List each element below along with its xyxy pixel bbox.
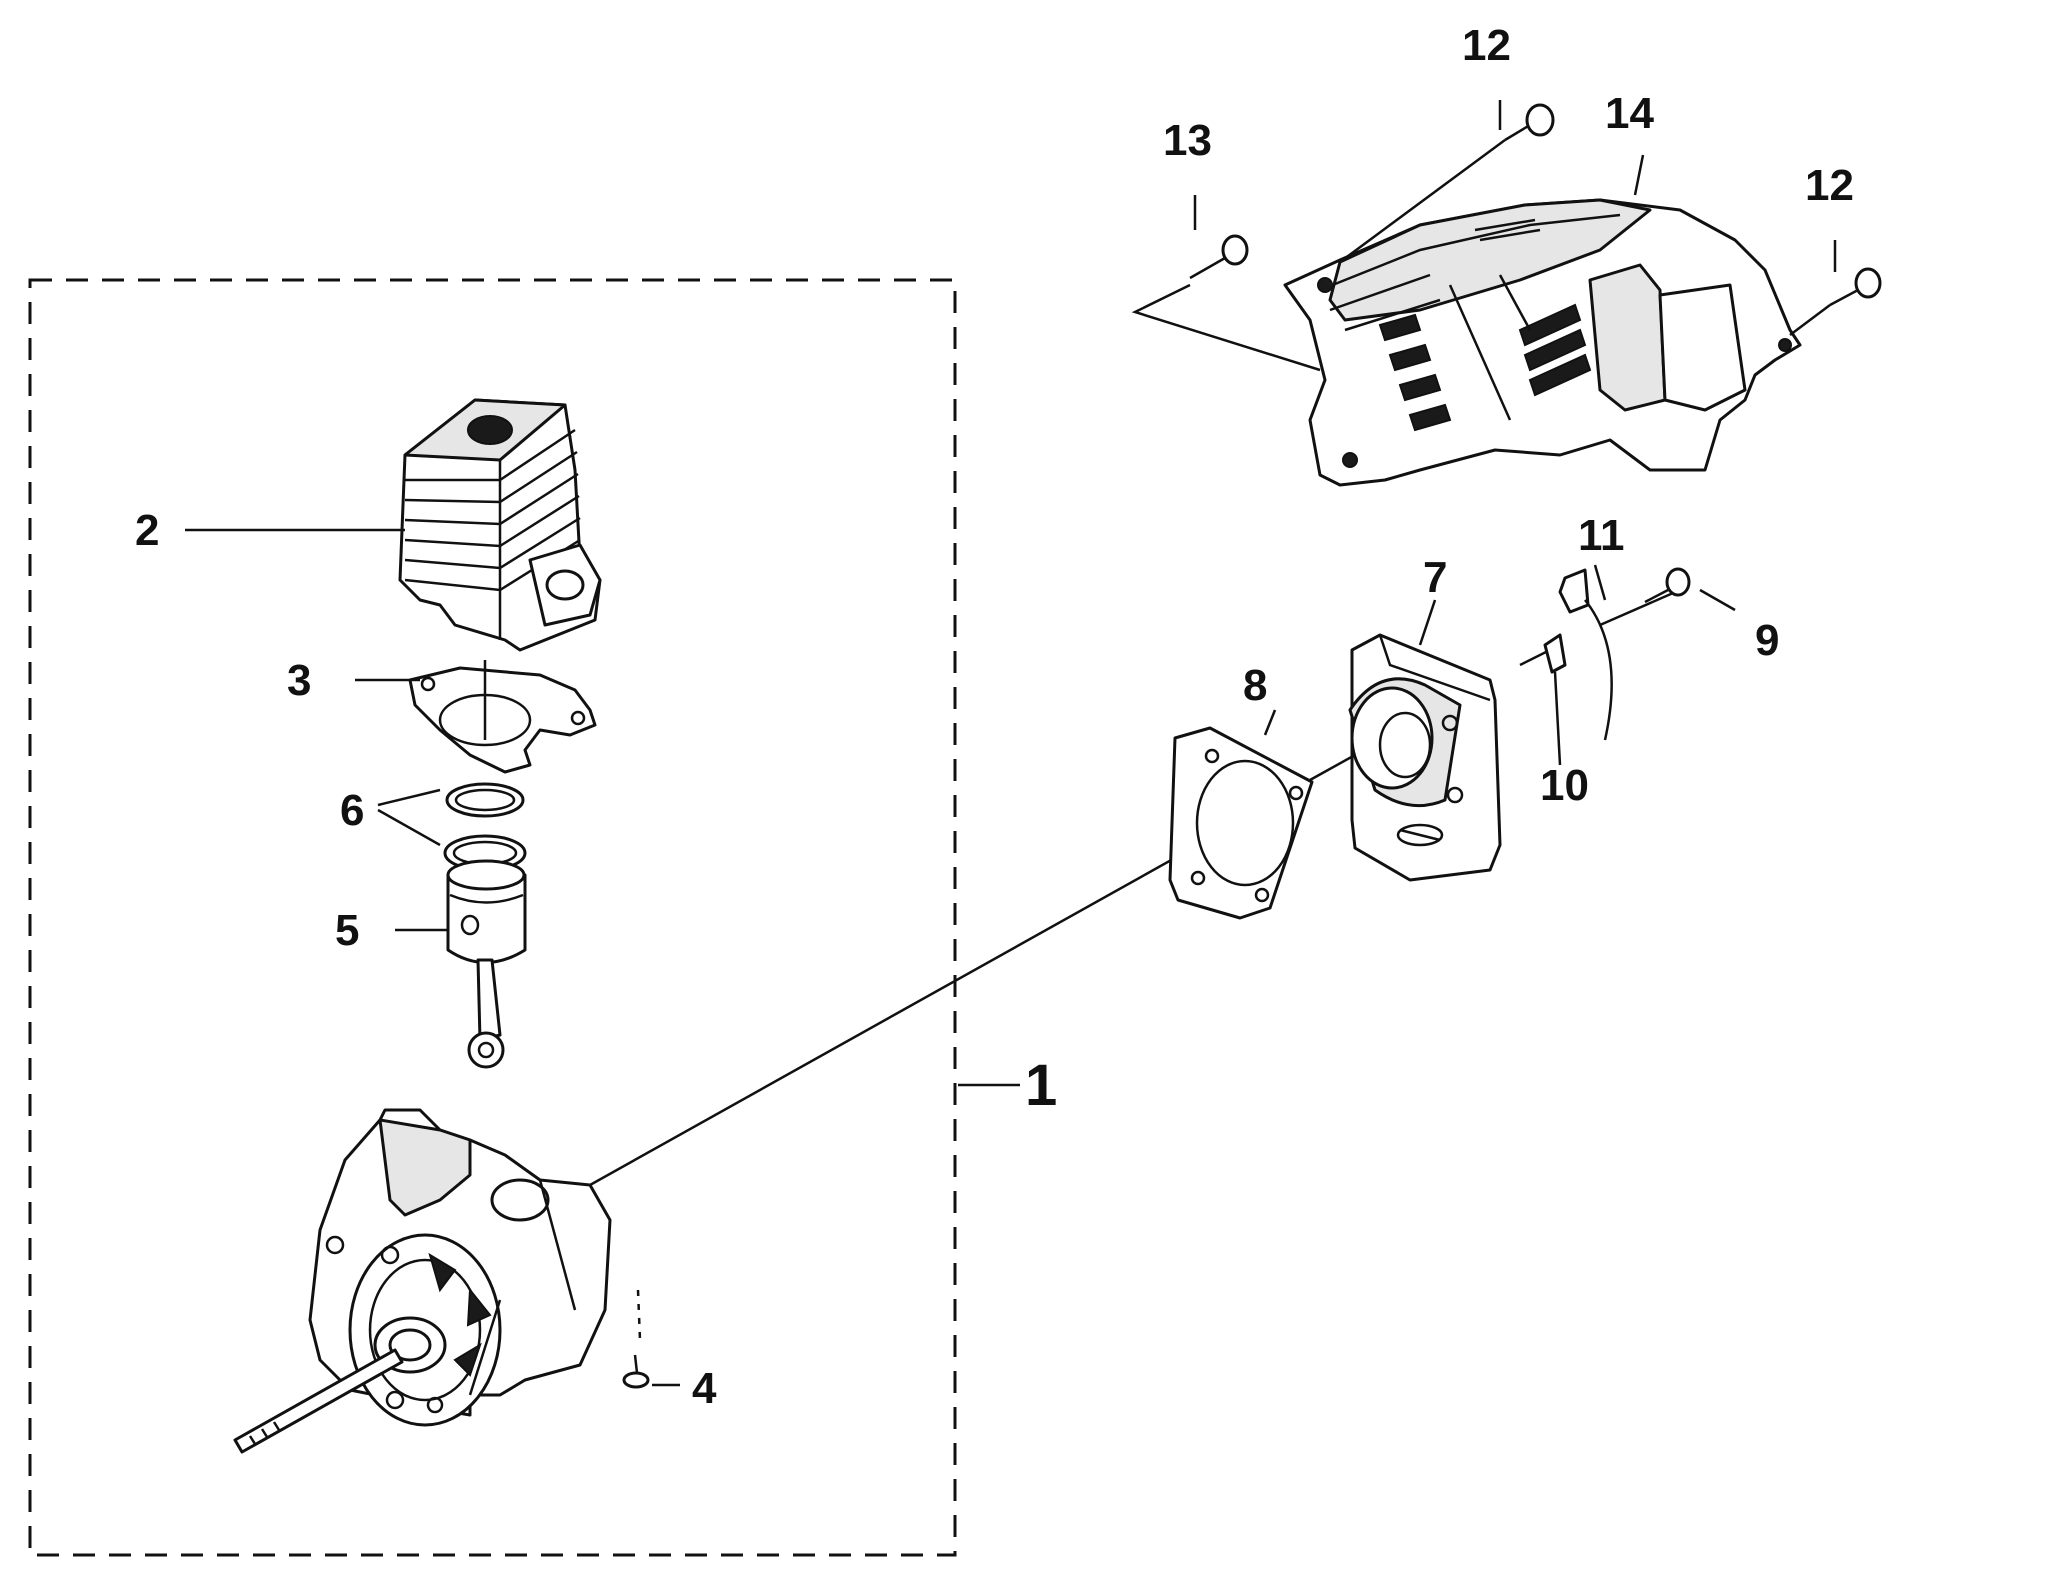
spark-arrestor-wire [1584,564,1613,741]
spark-arrestor-bracket [1543,568,1590,766]
callout-5: 5 [335,906,359,955]
callout-1: 1 [1025,1053,1057,1118]
screw-12-right [1789,240,1882,336]
screw-13 [1131,195,1321,372]
callout-12-top: 12 [1462,21,1511,70]
cylinder [398,398,602,652]
alignment-line [589,588,1681,1187]
callout-14: 14 [1605,89,1654,138]
callout-4: 4 [692,1364,717,1413]
callout-2: 2 [135,506,159,555]
callout-12-right: 12 [1805,161,1854,210]
engine-assembly-box [28,278,1020,1557]
muffler-gasket [1168,726,1314,920]
callout-13: 13 [1163,116,1212,165]
piston [446,859,527,1069]
callout-10: 10 [1540,761,1589,810]
screw-9 [1644,567,1736,612]
callout-11: 11 [1578,511,1625,560]
crankcase [308,1108,612,1427]
muffler [1348,633,1502,882]
screw-4 [622,1289,680,1389]
crankshaft [233,1348,404,1454]
callout-7: 7 [1423,553,1447,602]
callout-labels: 1 2 3 4 5 6 7 8 9 10 11 12 12 13 14 [135,21,1854,1413]
callout-6: 6 [340,786,364,835]
callout-8: 8 [1243,661,1267,710]
cylinder-gasket [408,660,597,774]
callout-9: 9 [1755,616,1779,665]
screw-12-top [1339,100,1555,264]
leader-lines [185,154,1645,932]
piston-rings [443,782,527,872]
cylinder-shroud [1283,198,1802,487]
callout-3: 3 [287,656,311,705]
